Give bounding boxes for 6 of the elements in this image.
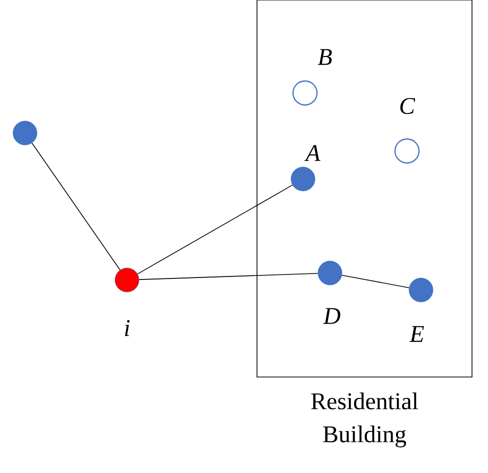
connector-line bbox=[342, 274, 410, 288]
connector-line bbox=[138, 273, 318, 280]
connector-line bbox=[32, 142, 120, 270]
node-label: Residential Building bbox=[311, 392, 418, 448]
connector-line bbox=[137, 184, 293, 274]
point-marker bbox=[12, 120, 38, 146]
